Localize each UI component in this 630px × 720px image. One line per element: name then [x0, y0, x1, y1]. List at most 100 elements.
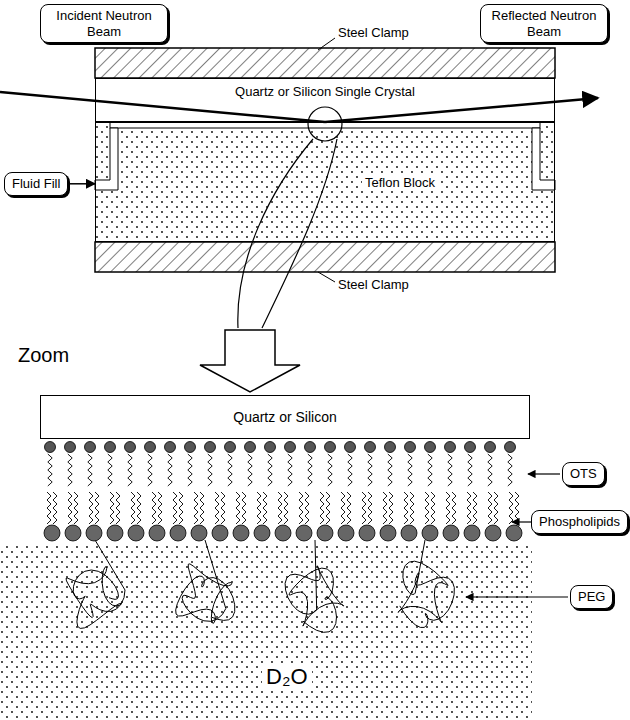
ots-head — [385, 442, 396, 453]
alkyl-chain — [110, 492, 114, 524]
lipid-head — [485, 525, 501, 541]
ots-head — [205, 442, 216, 453]
node-text: Incident Neutron Beam — [56, 8, 151, 39]
ots-head — [185, 442, 196, 453]
alkyl-chain — [388, 454, 392, 486]
lipid-head — [317, 525, 333, 541]
teflon-block: Teflon Block — [95, 122, 555, 242]
label-arrow — [528, 473, 560, 474]
reflected-beam — [325, 98, 598, 122]
part-label: Steel Clamp — [338, 278, 409, 293]
alkyl-chain — [341, 492, 345, 524]
node-text: OTS — [570, 466, 597, 481]
alkyl-chain — [242, 492, 246, 524]
lipid-head — [506, 525, 522, 541]
lipid-head — [170, 525, 186, 541]
ots-head — [45, 442, 56, 453]
ots-head — [365, 442, 376, 453]
alkyl-chain — [488, 492, 492, 524]
alkyl-chain — [368, 492, 372, 524]
layer-label-box: OTS — [562, 462, 605, 486]
ots-head — [225, 442, 236, 453]
peg-coil — [285, 540, 344, 632]
alkyl-chain — [326, 492, 330, 524]
ots-head — [85, 442, 96, 453]
alkyl-chain — [88, 454, 92, 486]
node-text: PEG — [578, 589, 605, 604]
lipid-head — [86, 525, 102, 541]
node-text: Phospholipids — [539, 514, 620, 529]
steel-clamp — [95, 48, 555, 78]
zoom-label: Zoom — [18, 344, 69, 367]
alkyl-chain — [448, 454, 452, 486]
steel-clamp — [95, 242, 555, 272]
lipid-head — [191, 525, 207, 541]
alkyl-chain — [428, 454, 432, 486]
alkyl-chain — [452, 492, 456, 524]
fluid-channel — [95, 128, 118, 190]
alkyl-chain — [515, 492, 519, 524]
node-text: Quartz or Silicon Single Crystal — [235, 84, 415, 99]
ots-head — [285, 442, 296, 453]
ots-head — [345, 442, 356, 453]
part-label: Steel Clamp — [338, 26, 409, 41]
alkyl-chain — [508, 454, 512, 486]
alkyl-chain — [236, 492, 240, 524]
label-arrow — [466, 596, 568, 597]
alkyl-chain — [68, 492, 72, 524]
alkyl-chain — [53, 492, 57, 524]
ots-head — [505, 442, 516, 453]
alkyl-chain — [168, 454, 172, 486]
node-text: Fluid Fill — [12, 176, 60, 191]
lipid-head — [338, 525, 354, 541]
alkyl-chain — [137, 492, 141, 524]
peg-coil — [176, 540, 235, 623]
lipid-head — [212, 525, 228, 541]
alkyl-chain — [158, 492, 162, 524]
ots-head — [305, 442, 316, 453]
alkyl-chain — [215, 492, 219, 524]
alkyl-chain — [431, 492, 435, 524]
alkyl-chain — [131, 492, 135, 524]
ots-head — [105, 442, 116, 453]
alkyl-chain — [257, 492, 261, 524]
alkyl-chain — [173, 492, 177, 524]
lipid-head — [296, 525, 312, 541]
fill-arrow — [68, 183, 95, 185]
alkyl-chain — [389, 492, 393, 524]
alkyl-chain — [248, 454, 252, 486]
ots-head — [465, 442, 476, 453]
alkyl-chain — [152, 492, 156, 524]
medium-label: D₂O — [262, 664, 312, 689]
alkyl-chain — [362, 492, 366, 524]
lipid-head — [443, 525, 459, 541]
alkyl-chain — [179, 492, 183, 524]
alkyl-chain — [368, 454, 372, 486]
alkyl-chain — [320, 492, 324, 524]
water-texture — [0, 545, 532, 720]
alkyl-chain — [348, 454, 352, 486]
node-text: Quartz or Silicon — [233, 409, 336, 425]
alkyl-chain — [299, 492, 303, 524]
lipid-head — [254, 525, 270, 541]
alkyl-chain — [305, 492, 309, 524]
alkyl-chain — [116, 492, 120, 524]
alkyl-chain — [74, 492, 78, 524]
lipid-head — [233, 525, 249, 541]
lipid-head — [359, 525, 375, 541]
alkyl-chain — [473, 492, 477, 524]
alkyl-chain — [308, 454, 312, 486]
alkyl-chain — [48, 454, 52, 486]
leader-line — [318, 272, 335, 282]
peg-coil — [398, 540, 454, 627]
crystal-block: Quartz or Silicon Single Crystal — [95, 78, 555, 122]
ots-head — [145, 442, 156, 453]
alkyl-chain — [221, 492, 225, 524]
alkyl-chain — [467, 492, 471, 524]
alkyl-chain — [284, 492, 288, 524]
alkyl-chain — [408, 454, 412, 486]
leader-line — [318, 38, 335, 50]
alkyl-chain — [89, 492, 93, 524]
zoom-circle — [308, 107, 342, 141]
alkyl-chain — [228, 454, 232, 486]
